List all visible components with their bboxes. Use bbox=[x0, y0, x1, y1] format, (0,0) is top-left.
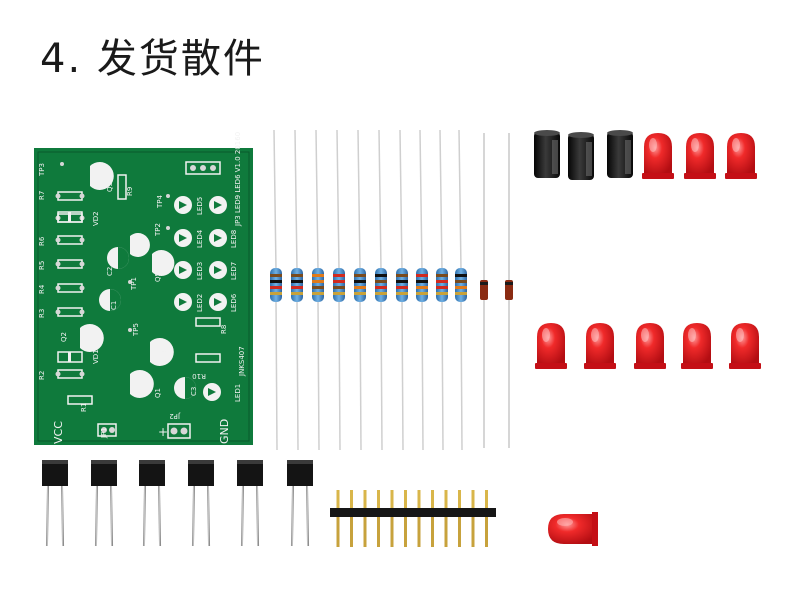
red-led bbox=[584, 323, 616, 470]
label-r10: R10 bbox=[192, 372, 206, 380]
label-q4: Q4 bbox=[160, 349, 168, 360]
label-c3: C3 bbox=[190, 387, 198, 396]
label-led7: LED7 bbox=[230, 262, 238, 280]
label-led2: LED2 bbox=[196, 294, 204, 312]
resistor-row bbox=[270, 129, 467, 451]
led-horizontal bbox=[548, 512, 696, 546]
resistor bbox=[333, 129, 345, 451]
resistor bbox=[291, 129, 303, 451]
label-q6: Q6 bbox=[130, 237, 138, 248]
resistor bbox=[270, 129, 282, 451]
label-r5: R5 bbox=[38, 261, 46, 270]
label-r7: R7 bbox=[38, 191, 46, 200]
label-vd1: VD1 bbox=[92, 349, 100, 364]
label-jp2: JP2 bbox=[169, 412, 181, 420]
label-c1: C1 bbox=[110, 301, 118, 310]
diode bbox=[505, 133, 513, 448]
label-vcc: VCC bbox=[52, 421, 65, 444]
label-r2: R2 bbox=[38, 371, 46, 380]
label-c2: C2 bbox=[106, 267, 114, 276]
red-led bbox=[634, 323, 666, 470]
red-led bbox=[725, 133, 757, 278]
label-r6: R6 bbox=[38, 236, 46, 246]
label-jp1: JP1 bbox=[100, 427, 108, 439]
label-led3: LED3 bbox=[196, 262, 204, 280]
label-q3: Q3 bbox=[106, 182, 114, 192]
label-tp2: TP2 bbox=[154, 223, 162, 237]
electrolytic-capacitor bbox=[607, 130, 633, 305]
label-led1: LED1 bbox=[234, 384, 242, 402]
red-led bbox=[684, 133, 716, 278]
label-led5: LED5 bbox=[196, 197, 204, 215]
red-led bbox=[681, 323, 713, 470]
resistor bbox=[375, 129, 387, 451]
label-vd2: VD2 bbox=[92, 211, 100, 226]
label-gnd: GND bbox=[218, 419, 231, 444]
red-led bbox=[642, 133, 674, 278]
label-q2: Q2 bbox=[60, 332, 68, 342]
label-r1: R1 bbox=[80, 403, 88, 412]
label-plus: + bbox=[158, 425, 168, 439]
label-led6: LED6 bbox=[230, 293, 238, 312]
resistor bbox=[436, 129, 448, 451]
label-led4: LED4 bbox=[196, 229, 204, 248]
label-q5: Q5 bbox=[154, 272, 162, 282]
label-tp1: TP1 bbox=[130, 277, 138, 291]
diode bbox=[480, 133, 488, 448]
transistor-to92 bbox=[188, 460, 214, 547]
diode-pair bbox=[480, 133, 513, 448]
electrolytic-capacitor bbox=[534, 130, 560, 305]
resistor bbox=[396, 129, 408, 451]
label-r9: R9 bbox=[126, 187, 134, 196]
label-led8: LED8 bbox=[230, 230, 238, 248]
label-q1: Q1 bbox=[154, 388, 162, 398]
page-title: 4. 发货散件 bbox=[40, 36, 265, 82]
label-board: JNKS407 bbox=[238, 346, 246, 377]
label-r4: R4 bbox=[38, 284, 46, 294]
resistor bbox=[455, 129, 467, 451]
label-tp3: TP3 bbox=[38, 163, 46, 177]
label-r3: R3 bbox=[38, 309, 46, 318]
pin-header bbox=[330, 490, 496, 547]
red-led bbox=[535, 323, 567, 470]
label-tp5: TP5 bbox=[132, 323, 140, 337]
transistor-to92 bbox=[287, 460, 313, 547]
transistor-row bbox=[42, 460, 313, 547]
label-r8: R8 bbox=[220, 325, 228, 334]
resistor bbox=[354, 129, 366, 451]
label-version: JP3 LED9 LED6 V1.0 20160 bbox=[234, 132, 242, 227]
electrolytic-capacitor bbox=[568, 132, 594, 310]
resistor bbox=[416, 129, 428, 451]
resistor bbox=[312, 129, 324, 451]
transistor-to92 bbox=[42, 460, 68, 547]
transistor-to92 bbox=[91, 460, 117, 547]
transistor-to92 bbox=[237, 460, 263, 547]
transistor-to92 bbox=[139, 460, 165, 547]
led-group bbox=[535, 133, 761, 470]
label-tp4: TP4 bbox=[156, 195, 164, 209]
pcb-board: R7 R6 R5 R4 R3 R2 R1 R8 R9 R10 Q1 Q2 Q3 … bbox=[34, 132, 253, 445]
red-led bbox=[729, 323, 761, 470]
capacitor-group bbox=[534, 130, 633, 310]
